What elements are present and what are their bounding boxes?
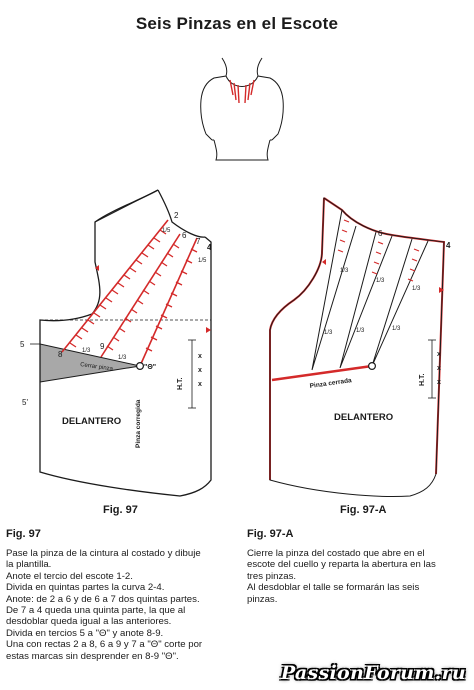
text-right-line: pinzas. [247,593,278,605]
text-left-line: De 7 a 4 queda una quinta parte, la que … [6,605,186,617]
front-label-left: DELANTERO [62,416,121,427]
point-8-label: 8 [58,350,63,359]
text-left-line: Anote: de 2 a 6 y de 6 a 7 dos quintas p… [6,593,200,605]
x-mark-2: x [198,367,202,374]
page-title: Seis Pinzas en el Escote [135,14,339,33]
text-right-heading: Fig. 97-A [247,528,294,540]
text-left-heading: Fig. 97 [6,528,41,540]
hxt-label-right: H.T. [419,374,426,387]
x-mark-1: x [198,353,202,360]
point-4-label: 4 [207,243,212,252]
side-dart-shading [40,344,140,382]
point-4-label-right: 4 [446,241,451,250]
x-mark-r1: x [437,351,441,358]
front-bodice-outline-closed [269,197,445,497]
watermark: PassionForum.ru [280,662,466,684]
x-mark-r2: x [437,365,441,372]
text-left-line: Anote el tercio del escote 1-2. [6,570,133,582]
text-left-body: Pase la pinza de la cintura al costado y… [6,548,238,662]
point-2-label: 2 [174,211,179,220]
dart-corrected-label: Pinza corregida [135,399,142,448]
text-right-line: escote del cuello y reparta la abertura … [247,559,436,571]
point-6-label: 6 [182,231,187,240]
third-label-r6: 1/3 [392,326,401,332]
theta-label: "Θ" [144,364,156,371]
third-label-r1: 1/3 [340,268,349,274]
text-left-line: estas marcas sin desprender en 8-9 "Θ". [6,650,179,662]
text-right-body: Cierre la pinza del costado que abre en … [247,548,469,605]
third-label-r2: 1/3 [376,278,385,284]
text-left-line: Una con rectas 2 a 8, 6 a 9 y 7 a "Θ" co… [6,639,203,651]
third-label-r4: 1/3 [324,330,333,336]
text-left-line: desdoblar queda igual a las anteriores. [6,616,172,628]
figure-97-a [269,197,446,497]
figure-97-caption: Fig. 97 [103,504,138,516]
third-label-r3: 1/3 [412,286,421,292]
point-6-label-right: 6 [378,229,383,238]
text-right-line: tres pinzas. [247,570,297,582]
text-left-line: la plantilla. [6,559,52,571]
cut-line-hatches [69,229,198,352]
x-mark-3: x [198,381,202,388]
bodice-sketch [200,57,284,161]
text-right-line: Cierre la pinza del costado que abre en … [247,548,425,559]
point-5-label: 5 [20,340,25,349]
text-right-line: Al desdoblar el talle se formarán las se… [247,582,420,594]
text-left-line: Divida en quintas partes la curva 2-4. [6,582,165,594]
front-label-right: DELANTERO [334,412,393,423]
third-label-1: 1/3 [82,348,91,354]
fifth-label-1: 1/5 [162,228,171,234]
text-left-line: Pase la pinza de la cintura al costado y… [6,548,201,559]
neckline [157,189,206,238]
third-label-r5: 1/3 [356,328,365,334]
figure-97 [30,189,212,497]
point-9-label: 9 [100,342,105,351]
figure-97a-caption: Fig. 97-A [340,504,387,516]
closed-dart-label: Pinza cerrada [309,377,352,390]
fifth-label-2: 1/5 [198,258,207,264]
hxt-label-left: H.T. [177,378,184,391]
point-5p-label: 5' [22,398,28,407]
text-left-line: Divida en tercios 5 a "Θ" y anote 8-9. [6,627,164,639]
close-dart-label: Cerrar pinza [80,362,114,373]
third-label-2: 1/3 [118,355,127,361]
point-7-label: 7 [196,237,201,246]
x-mark-r3: x [437,379,441,386]
